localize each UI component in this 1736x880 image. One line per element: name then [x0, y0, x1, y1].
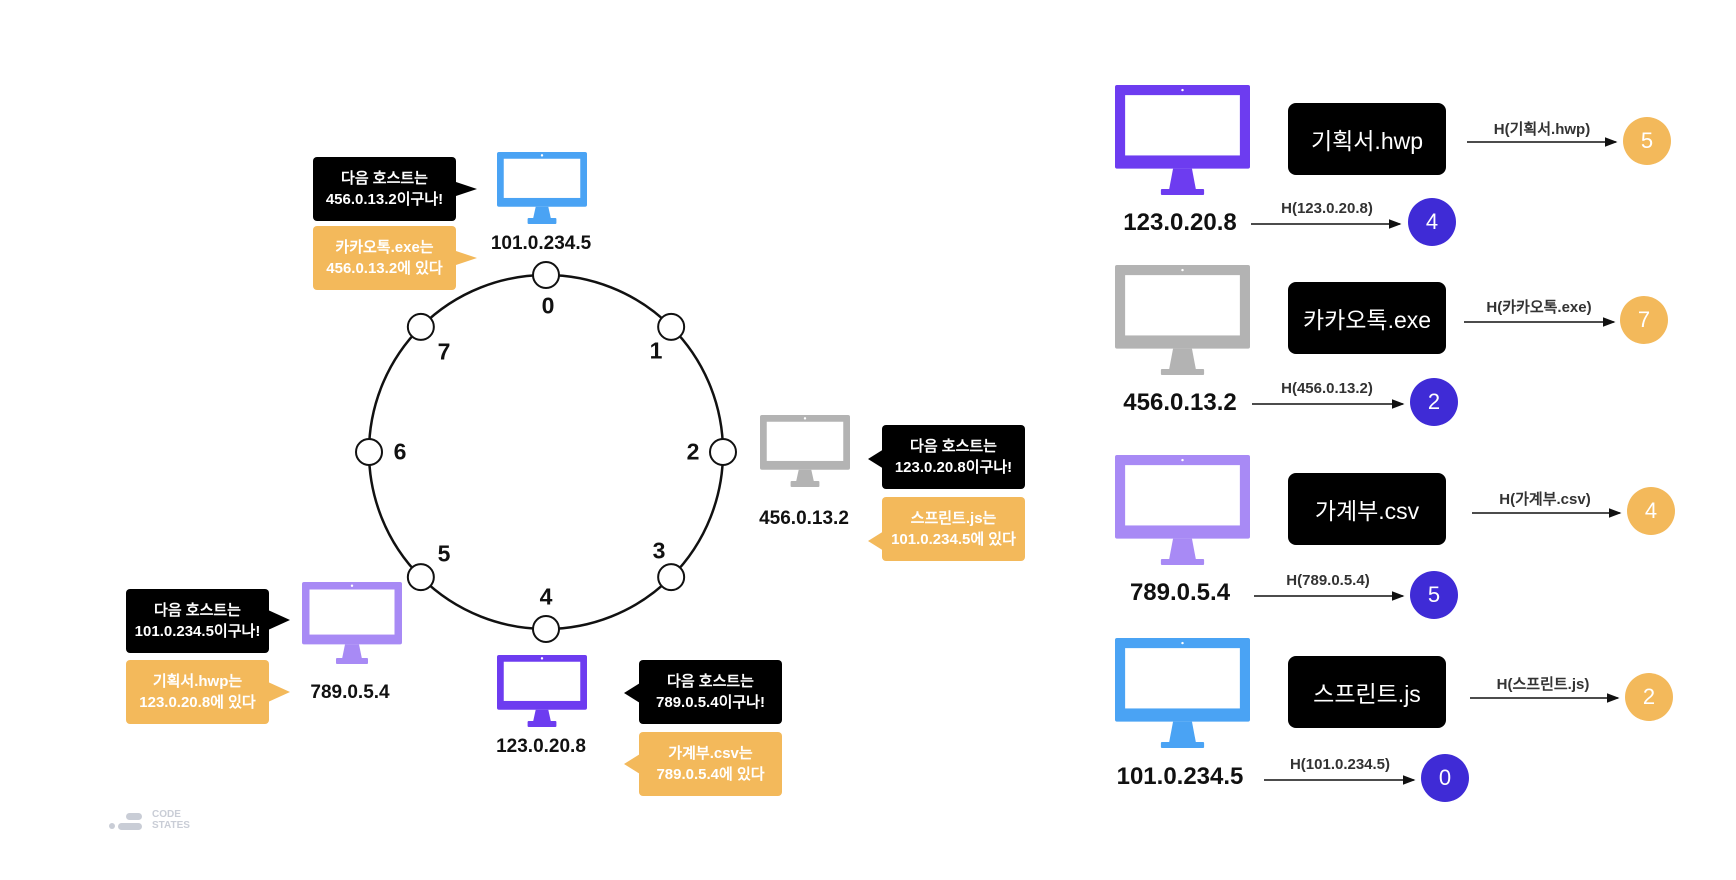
ring-label-1: 1	[649, 337, 663, 364]
bubble-line: 123.0.20.8이구나!	[894, 459, 1013, 476]
file-hash-label-hwp: H(기획서.hwp)	[1493, 121, 1591, 138]
bubble-line: 789.0.5.4에 있다	[656, 766, 765, 783]
ring-label-3: 3	[652, 537, 666, 564]
logo-line-1: CODE	[152, 809, 181, 820]
bubble-line: 기획서.hwp는	[152, 673, 243, 690]
next-host-bubble-123: 다음 호스트는 789.0.5.4이구나!	[639, 660, 782, 724]
bubble-line: 다음 호스트는	[341, 170, 428, 187]
table-ip-789: 789.0.5.4	[1129, 579, 1231, 606]
file-box-exe: 카카오톡.exe	[1288, 282, 1446, 354]
next-host-bubble-101: 다음 호스트는 456.0.13.2이구나!	[313, 157, 456, 221]
file-box-csv: 가계부.csv	[1288, 473, 1446, 545]
table-ip-123: 123.0.20.8	[1123, 209, 1237, 236]
ring-node-7	[406, 312, 435, 341]
logo-text: CODE STATES	[152, 809, 190, 831]
bubble-line: 카카오톡.exe는	[335, 239, 434, 256]
table-ip-456: 456.0.13.2	[1123, 389, 1237, 416]
host-ip-789: 789.0.5.4	[310, 682, 390, 703]
code-states-logo: CODE STATES	[108, 809, 190, 831]
ring-node-5	[406, 563, 435, 592]
ring-label-5: 5	[437, 540, 451, 567]
bubble-line: 101.0.234.5이구나!	[134, 623, 261, 640]
monitor-icon-456	[760, 415, 850, 487]
ring-nodes	[355, 261, 737, 643]
file-hash-badge-js: 2	[1625, 673, 1673, 721]
monitor-icon-table-456	[1115, 265, 1250, 375]
file-hash-badge-exe: 7	[1620, 296, 1668, 344]
bubble-line: 스프린트.js는	[910, 510, 997, 527]
monitor-icon-123	[497, 655, 587, 727]
file-box-js: 스프린트.js	[1288, 656, 1446, 728]
ring-label-4: 4	[539, 583, 553, 610]
monitors	[302, 85, 1250, 748]
table-ip-101: 101.0.234.5	[1116, 763, 1244, 790]
next-host-bubble-456: 다음 호스트는 123.0.20.8이구나!	[882, 425, 1025, 489]
ip-hash-label-123: H(123.0.20.8)	[1281, 200, 1373, 217]
file-hash-label-exe: H(카카오톡.exe)	[1486, 299, 1592, 316]
hash-arrows	[1251, 137, 1622, 785]
file-bubble-789: 기획서.hwp는 123.0.20.8에 있다	[126, 660, 269, 724]
ring-label-2: 2	[686, 438, 700, 465]
file-hash-badge-csv: 4	[1627, 487, 1675, 535]
file-bubble-123: 가계부.csv는 789.0.5.4에 있다	[639, 732, 782, 796]
bubble-line: 101.0.234.5에 있다	[891, 531, 1016, 548]
ring-node-1	[657, 312, 686, 341]
pointer-7	[268, 610, 290, 630]
next-host-bubble-789: 다음 호스트는 101.0.234.5이구나!	[126, 589, 269, 653]
host-ip-456: 456.0.13.2	[759, 508, 849, 529]
bubble-line: 789.0.5.4이구나!	[656, 694, 765, 711]
host-ip-123: 123.0.20.8	[496, 736, 586, 757]
monitor-icon-table-123	[1115, 85, 1250, 195]
file-hash-badge-hwp: 5	[1623, 117, 1671, 165]
file-box-hwp: 기획서.hwp	[1288, 103, 1446, 175]
ring-node-6	[355, 438, 383, 466]
ip-hash-badge-123: 4	[1408, 198, 1456, 246]
bubble-line: 다음 호스트는	[910, 438, 997, 455]
bubble-line: 456.0.13.2에 있다	[326, 260, 443, 277]
ip-hash-badge-101: 0	[1421, 754, 1469, 802]
bubble-line: 456.0.13.2이구나!	[325, 191, 444, 208]
ring-node-2	[709, 438, 737, 466]
logo-line-2: STATES	[152, 820, 190, 831]
ring-node-3	[657, 563, 686, 592]
bubble-line: 다음 호스트는	[667, 673, 754, 690]
ring-node-0	[532, 261, 560, 289]
ring-label-7: 7	[437, 338, 451, 365]
file-hash-label-csv: H(가계부.csv)	[1499, 491, 1591, 508]
ip-hash-label-101: H(101.0.234.5)	[1289, 756, 1391, 773]
monitor-icon-table-101	[1115, 638, 1250, 748]
host-ip-101: 101.0.234.5	[490, 233, 592, 254]
file-bubble-101: 카카오톡.exe는 456.0.13.2에 있다	[313, 226, 456, 290]
bubble-line: 123.0.20.8에 있다	[139, 694, 256, 711]
ring-node-4	[532, 615, 560, 643]
ip-hash-badge-456: 2	[1410, 378, 1458, 426]
ip-hash-badge-789: 5	[1410, 571, 1458, 619]
monitor-icon-789	[302, 582, 402, 664]
ring-label-6: 6	[393, 438, 407, 465]
monitor-icon-table-789	[1115, 455, 1250, 565]
file-hash-label-js: H(스프린트.js)	[1496, 676, 1590, 693]
logo-mark	[109, 813, 142, 830]
pointer-8	[268, 682, 290, 702]
ip-hash-label-456: H(456.0.13.2)	[1281, 380, 1373, 397]
ip-hash-label-789: H(789.0.5.4)	[1286, 572, 1370, 589]
pointer-4	[868, 531, 884, 551]
monitor-icon-101	[497, 152, 587, 224]
pointer-5	[624, 683, 640, 703]
ring-label-0: 0	[541, 292, 555, 319]
file-bubble-456: 스프린트.js는 101.0.234.5에 있다	[882, 497, 1025, 561]
bubble-line: 가계부.csv는	[668, 745, 753, 762]
pointer-6	[624, 754, 640, 774]
bubble-line: 다음 호스트는	[154, 602, 241, 619]
pointer-3	[868, 449, 884, 469]
